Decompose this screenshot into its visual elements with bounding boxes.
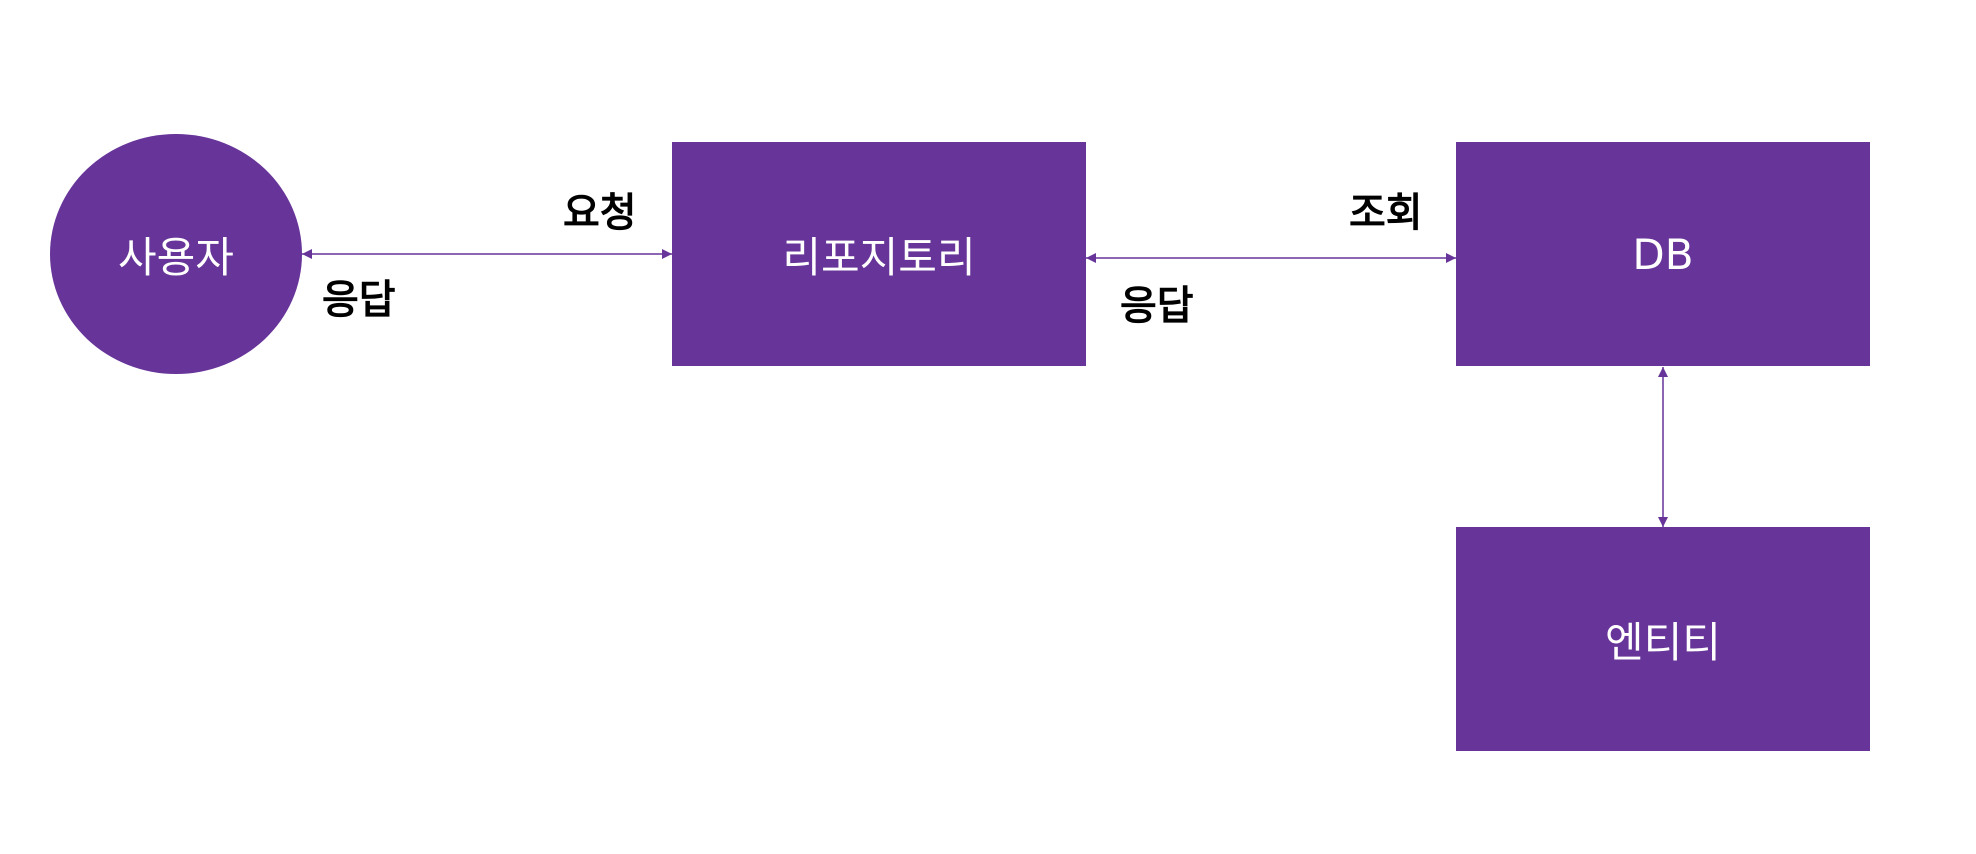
node-entity: 엔티티 <box>1456 527 1870 751</box>
node-db: DB <box>1456 142 1870 366</box>
node-user: 사용자 <box>50 134 302 374</box>
node-entity-label: 엔티티 <box>1605 617 1721 667</box>
node-repository: 리포지토리 <box>672 142 1086 366</box>
edge-label-response-1: 응답 <box>322 277 396 323</box>
node-repository-label: 리포지토리 <box>782 232 976 282</box>
edge-label-response-2: 응답 <box>1120 283 1194 329</box>
node-user-label: 사용자 <box>118 232 234 282</box>
edge-label-request: 요청 <box>563 190 637 236</box>
edge-label-query: 조회 <box>1349 190 1423 236</box>
node-db-label: DB <box>1632 229 1694 279</box>
